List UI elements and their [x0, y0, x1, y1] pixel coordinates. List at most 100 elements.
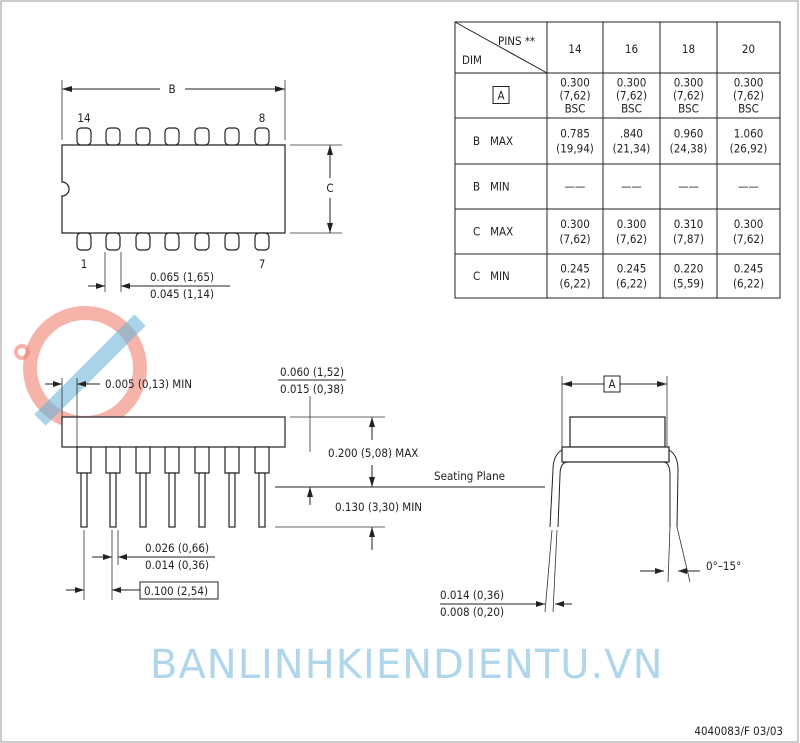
- pin-bottom: [164, 232, 180, 251]
- shoulder-max-dim: 0.060 (1,52): [280, 365, 344, 379]
- pin-count-header: 18: [682, 42, 695, 56]
- table-cell-value: 1.060: [734, 127, 764, 141]
- row-label: C MIN: [473, 269, 510, 283]
- pin-bottom: [76, 232, 92, 251]
- pin-top: [76, 127, 92, 146]
- height-max-dim: 0.200 (5,08) MAX: [328, 446, 418, 460]
- pin-top: [224, 127, 240, 146]
- pin-top: [105, 127, 121, 146]
- lead-shoulder: [135, 446, 151, 474]
- watermark-logo: [14, 306, 147, 430]
- pin-8-label: 8: [259, 111, 266, 125]
- table-cell-value: 0.220: [674, 262, 704, 276]
- lead-shoulder: [194, 446, 210, 474]
- table-cell-value: (7,62): [616, 232, 647, 246]
- table-cell-value: (19,94): [556, 142, 594, 156]
- pin-7-label: 7: [259, 257, 266, 271]
- table-cell-value: 0.310: [674, 217, 704, 231]
- lead-width-min-dim: 0.014 (0,36): [145, 558, 209, 572]
- pin-top: [164, 127, 180, 146]
- top-pins-lower: [76, 232, 270, 251]
- table-cell-value: BSC: [565, 102, 586, 116]
- pitch-dim: 0.100 (2,54): [144, 584, 208, 598]
- row-label: A: [497, 89, 504, 103]
- pin-width-max: 0.065 (1,65): [150, 270, 214, 284]
- pin-bottom: [105, 232, 121, 251]
- lead-shoulder: [76, 446, 92, 474]
- table-cell-value: BSC: [738, 102, 759, 116]
- lead-tip: [228, 472, 236, 528]
- table-cell-value: ——: [738, 180, 759, 194]
- table-cell-value: (24,38): [670, 142, 708, 156]
- standoff-min-dim: 0.130 (3,30) MIN: [335, 500, 422, 514]
- table-cell-value: (7,87): [673, 232, 704, 246]
- seating-plane-label: Seating Plane: [434, 469, 505, 483]
- pin-top: [254, 127, 270, 146]
- table-cell-value: 0.300: [734, 217, 764, 231]
- end-view: A 0.014 (0,36) 0.008 (0,20) 0°–15°: [440, 375, 741, 619]
- table-cell-value: BSC: [621, 102, 642, 116]
- angle-dim: 0°–15°: [706, 559, 741, 573]
- shoulder-min-dim: 0.015 (0,38): [280, 382, 344, 396]
- pin-14-label: 14: [77, 111, 90, 125]
- table-cell-value: (6,22): [616, 277, 647, 291]
- watermark-text: BANLINHKIENDIENTU.VN: [150, 642, 664, 688]
- row-label: C MAX: [473, 225, 513, 239]
- header-dim: DIM: [462, 53, 482, 67]
- table-cell-value: (6,22): [559, 277, 590, 291]
- table-cell-value: .840: [620, 127, 643, 141]
- lead-shoulder: [224, 446, 240, 474]
- lead-shoulder: [254, 446, 270, 474]
- table-cell-value: 0.960: [674, 127, 704, 141]
- table-cell-value: (7,62): [616, 89, 647, 103]
- pin-count-header: 14: [568, 42, 581, 56]
- pin-top: [194, 127, 210, 146]
- table-cell-value: 0.245: [617, 262, 647, 276]
- table-cell-value: (7,62): [559, 89, 590, 103]
- lead-tip: [139, 472, 147, 528]
- lead-tip: [198, 472, 206, 528]
- lead-tip: [258, 472, 266, 528]
- table-cell-value: (7,62): [559, 232, 590, 246]
- side-pins: [76, 446, 270, 528]
- table-cell-value: (7,62): [733, 232, 764, 246]
- dim-b-label: B: [168, 82, 175, 96]
- table-cell-value: (6,22): [733, 277, 764, 291]
- table-cell-value: ——: [678, 180, 699, 194]
- pin-width-min: 0.045 (1,14): [150, 287, 214, 301]
- table-cell-value: 0.300: [560, 217, 590, 231]
- table-cell-value: (7,62): [733, 89, 764, 103]
- header-pins: PINS **: [498, 34, 535, 48]
- package-body-side: [61, 416, 286, 448]
- pin-bottom: [224, 232, 240, 251]
- table-cell-value: 0.300: [617, 217, 647, 231]
- drawing-number: 4040083/F 03/03: [694, 724, 783, 738]
- pin-top: [135, 127, 151, 146]
- dim-c-label: C: [326, 181, 333, 195]
- pin-bottom: [254, 232, 270, 251]
- table-cell-value: 0.300: [560, 76, 590, 90]
- table-cell-value: (26,92): [730, 142, 768, 156]
- table-cell-value: 0.245: [560, 262, 590, 276]
- table-cell-value: 0.300: [617, 76, 647, 90]
- lead-shoulder: [105, 446, 121, 474]
- lead-width-max-dim: 0.026 (0,66): [145, 541, 209, 555]
- pin-count-header: 20: [742, 42, 755, 56]
- table-cell-value: 0.245: [734, 262, 764, 276]
- header-diagonal: [454, 21, 548, 74]
- table-cell-value: (21,34): [613, 142, 651, 156]
- lead-shoulder: [164, 446, 180, 474]
- side-view: 0.005 (0,13) MIN 0.060 (1,52) 0.015 (0,3…: [45, 365, 545, 600]
- table-cell-value: (7,62): [673, 89, 704, 103]
- table-cell-value: BSC: [678, 102, 699, 116]
- pin-1-label: 1: [81, 257, 88, 271]
- lead-tip: [80, 472, 88, 528]
- table-cell-value: ——: [565, 180, 586, 194]
- table-cell-value: (5,59): [673, 277, 704, 291]
- lead-thickness-min-dim: 0.008 (0,20): [440, 605, 504, 619]
- package-body-top: [61, 144, 286, 234]
